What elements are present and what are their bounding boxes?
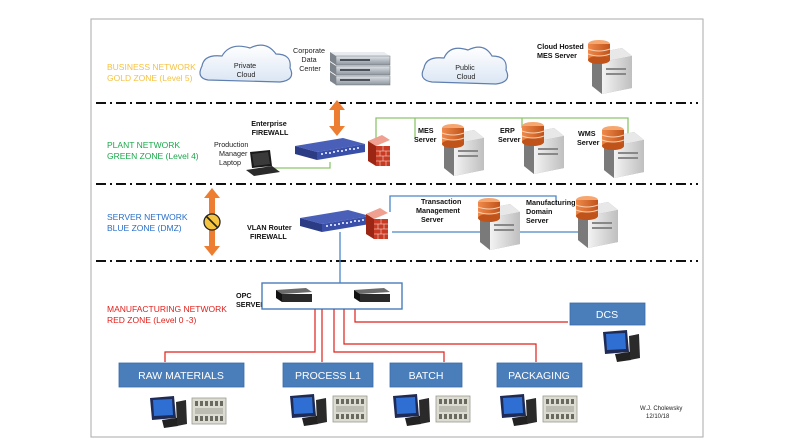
svg-text:Transaction Management: Transaction Management Server <box>416 197 463 224</box>
zone-business-label: BUSINESS NETWORK GOLD ZONE (Level 5) <box>107 62 198 83</box>
database-icon <box>521 121 545 147</box>
svg-text:Cloud Hosted MES Server: Cloud Hosted MES Server <box>537 42 586 60</box>
zone-server-line1: SERVER NETWORK <box>107 212 188 222</box>
dmz-isolation-arrow <box>203 188 221 256</box>
database-icon <box>601 125 625 151</box>
manufacturing-red-links <box>164 309 568 362</box>
mds-line3: Server <box>526 216 549 225</box>
plc-icon <box>542 395 578 423</box>
corporate-dc-line1: Corporate <box>293 46 325 55</box>
database-icon <box>477 197 501 223</box>
wms-server: WMS Server <box>577 125 644 178</box>
laptop-icon <box>246 150 280 176</box>
opc-line2: SERVERS <box>236 300 270 309</box>
laptop-line2: Manager <box>219 149 248 158</box>
enterprise-fw-line1: Enterprise <box>251 119 287 128</box>
area-box-batch: BATCH <box>389 362 463 388</box>
business-plant-link-arrow <box>329 100 345 136</box>
opc-line1: OPC <box>236 291 252 300</box>
opc-server-icon <box>354 288 390 302</box>
corporate-dc-line3: Center <box>299 64 321 73</box>
database-icon <box>441 123 465 149</box>
zone-separators <box>96 102 698 262</box>
wms-server-line2: Server <box>577 138 600 147</box>
mes-server: MES Server <box>414 123 484 176</box>
server-rack-icon <box>330 52 391 86</box>
mes-server-line2: Server <box>414 135 437 144</box>
transaction-management-server: Transaction Management Server <box>416 197 520 250</box>
erp-server-line1: ERP <box>500 126 515 135</box>
private-cloud-line2: Cloud <box>237 70 256 79</box>
svg-text:OPC SERVERS: OPC SERVERS <box>236 291 270 309</box>
zone-manufacturing-line1: MANUFACTURING NETWORK <box>107 304 227 314</box>
private-cloud-line1: Private <box>234 61 256 70</box>
opc-server-icon <box>276 288 312 302</box>
plc-icon <box>191 397 227 425</box>
vlan-router-label: VLAN Router FIREWALL <box>247 223 294 241</box>
manufacturing-domain-server: Manufacturing Domain Server <box>526 195 618 248</box>
opc-servers: OPC SERVERS <box>236 282 403 310</box>
cloud-mes-line2: MES Server <box>537 51 577 60</box>
enterprise-firewall-label: Enterprise FIREWALL <box>251 119 289 137</box>
area-label-packaging: PACKAGING <box>508 370 570 382</box>
plc-icon <box>435 395 471 423</box>
area-box-process-l1: PROCESS L1 <box>282 362 374 388</box>
area-label-batch: BATCH <box>409 370 444 382</box>
zone-plant-label: PLANT NETWORK GREEN ZONE (Level 4) <box>107 140 199 161</box>
author-name: W.J. Cholewsky <box>640 406 682 412</box>
enterprise-firewall-icon <box>367 134 391 167</box>
public-cloud-line2: Cloud <box>457 72 476 81</box>
vlan-firewall-icon <box>365 207 389 240</box>
svg-text:Manufacturing Domain: Manufacturing Domain Server <box>526 198 578 225</box>
mes-server-line1: MES <box>418 126 434 135</box>
cloud-mes-line1: Cloud Hosted <box>537 42 584 51</box>
tms-line1: Transaction <box>421 197 461 206</box>
database-icon <box>575 195 599 221</box>
tms-line3: Server <box>421 215 444 224</box>
erp-server: ERP Server <box>498 121 564 174</box>
zone-manufacturing-label: MANUFACTURING NETWORK RED ZONE (Level 0 … <box>107 304 229 325</box>
laptop-line1: Production <box>214 140 248 149</box>
zone-plant-line2: GREEN ZONE (Level 4) <box>107 151 199 161</box>
zone-business-line1: BUSINESS NETWORK <box>107 62 196 72</box>
corporate-dc-line2: Data <box>301 55 316 64</box>
zone-manufacturing-line2: RED ZONE (Level 0 -3) <box>107 315 196 325</box>
erp-server-line2: Server <box>498 135 521 144</box>
dcs-label: DCS <box>596 309 618 321</box>
svg-text:Public Cloud: Public Cloud <box>455 63 477 81</box>
public-cloud: Public Cloud <box>421 46 509 85</box>
mds-line1: Manufacturing <box>526 198 576 207</box>
laptop-line3: Laptop <box>219 158 241 167</box>
area-label-raw-materials: RAW MATERIALS <box>138 370 224 382</box>
zone-server-label: SERVER NETWORK BLUE ZONE (DMZ) <box>107 212 190 233</box>
dcs-box: DCS <box>569 302 646 326</box>
database-icon <box>587 39 611 65</box>
laptop-label: Production Manager Laptop <box>214 140 250 167</box>
vlan-router-line2: FIREWALL <box>250 232 287 241</box>
cloud-mes-server: Cloud Hosted MES Server <box>537 39 632 94</box>
area-box-packaging: PACKAGING <box>496 362 583 388</box>
svg-text:MES Server: MES Server <box>414 126 437 144</box>
plc-icon <box>332 395 368 423</box>
wms-server-line1: WMS <box>578 129 596 138</box>
author-credit: W.J. Cholewsky 12/10/18 <box>640 406 684 420</box>
tms-line2: Management <box>416 206 461 215</box>
private-cloud: Private Cloud <box>199 44 293 83</box>
zone-server-line2: BLUE ZONE (DMZ) <box>107 223 182 233</box>
corporate-data-center: Corporate Data Center <box>293 46 391 86</box>
svg-text:Corporate Data Cen: Corporate Data Center <box>293 46 327 73</box>
author-date: 12/10/18 <box>646 414 670 420</box>
vlan-router-line1: VLAN Router <box>247 223 292 232</box>
enterprise-fw-line2: FIREWALL <box>252 128 289 137</box>
svg-text:WMS Server: WMS Server <box>577 129 600 147</box>
svg-text:ERP Server: ERP Server <box>498 126 521 144</box>
area-label-process-l1: PROCESS L1 <box>295 370 361 382</box>
public-cloud-line1: Public <box>455 63 475 72</box>
zone-plant-line1: PLANT NETWORK <box>107 140 180 150</box>
svg-text:Private Cloud: Private Cloud <box>234 61 258 79</box>
area-box-raw-materials: RAW MATERIALS <box>118 362 245 388</box>
zone-business-line2: GOLD ZONE (Level 5) <box>107 73 193 83</box>
mds-line2: Domain <box>526 207 552 216</box>
